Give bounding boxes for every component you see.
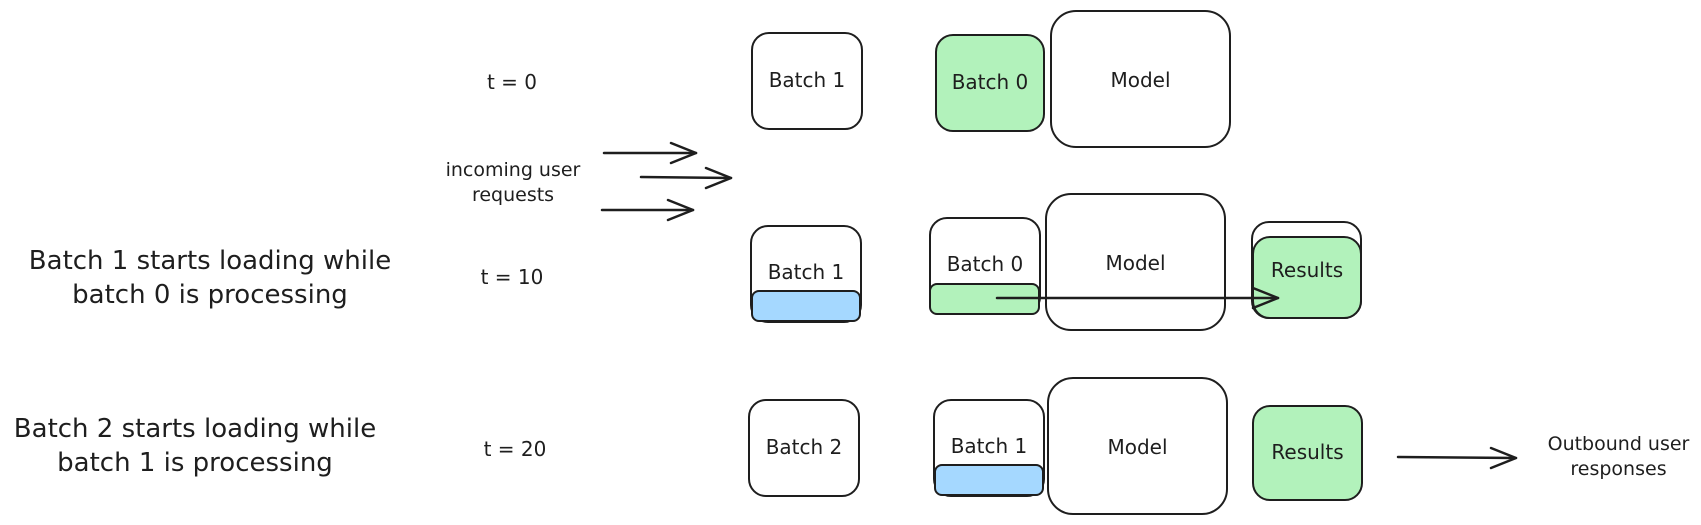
- row2-queued-batch-box: Batch 1: [750, 225, 862, 323]
- caption-row-2: Batch 1 starts loading while batch 0 is …: [28, 246, 392, 310]
- time-label-t20: t = 20: [483, 437, 547, 461]
- row1-model-box: Model: [1050, 10, 1231, 148]
- row2-queued-batch-label: Batch 1: [767, 260, 845, 284]
- row1-queued-batch-box: Batch 1: [751, 32, 863, 130]
- time-label-t0: t = 0: [486, 70, 538, 94]
- row2-active-batch-label: Batch 0: [946, 252, 1024, 276]
- row2-model-box: Model: [1045, 193, 1226, 331]
- row3-results-box: Results: [1252, 405, 1363, 501]
- row3-queued-batch-label: Batch 2: [765, 435, 843, 459]
- row3-queued-batch-box: Batch 2: [748, 399, 860, 497]
- row2-results-box: Results: [1252, 236, 1362, 319]
- row2-results-label: Results: [1270, 258, 1344, 282]
- row3-results-label: Results: [1271, 440, 1344, 464]
- row3-model-label: Model: [1107, 435, 1168, 459]
- outbound-arrow: [1396, 446, 1518, 470]
- row1-queued-batch-label: Batch 1: [768, 68, 846, 92]
- incoming-requests-label: incoming user requests: [445, 159, 581, 206]
- row2-loading-strip: [751, 290, 861, 322]
- row1-active-batch-label: Batch 0: [951, 70, 1029, 94]
- row2-processing-strip: [929, 283, 1040, 315]
- row3-active-batch-label: Batch 1: [950, 434, 1028, 458]
- outbound-responses-label: Outbound user responses: [1547, 433, 1690, 480]
- caption-row-3: Batch 2 starts loading while batch 1 is …: [13, 414, 377, 478]
- time-label-t10: t = 10: [480, 265, 544, 289]
- row2-model-label: Model: [1105, 251, 1166, 275]
- incoming-arrow-middle: [639, 166, 733, 190]
- row1-active-batch-box: Batch 0: [935, 34, 1045, 132]
- row3-active-batch-box: Batch 1: [933, 399, 1045, 497]
- incoming-arrow-bottom: [600, 198, 695, 222]
- row3-model-box: Model: [1047, 377, 1228, 515]
- row1-model-label: Model: [1110, 68, 1171, 92]
- incoming-arrow-top: [602, 141, 698, 165]
- row3-loading-strip: [934, 464, 1044, 496]
